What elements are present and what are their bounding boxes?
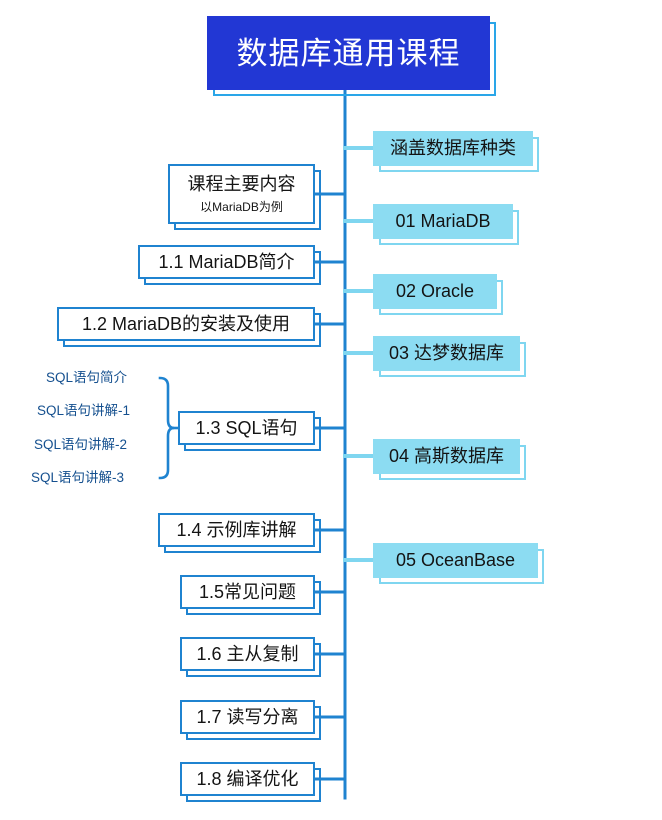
node-label: 1.1 MariaDB简介 xyxy=(158,251,295,272)
left-node-1-1[interactable]: 1.1 MariaDB简介 xyxy=(138,245,321,285)
left-node-1-6[interactable]: 1.6 主从复制 xyxy=(180,637,321,677)
node-face: 1.4 示例库讲解 xyxy=(158,513,315,547)
node-face: 1.8 编译优化 xyxy=(180,762,315,796)
node-label: 课程主要内容 xyxy=(187,173,296,194)
node-face: 1.7 读写分离 xyxy=(180,700,315,734)
node-label: 01 MariaDB xyxy=(395,211,491,232)
node-face: 04 高斯数据库 xyxy=(373,439,520,474)
node-face: 05 OceanBase xyxy=(373,543,538,578)
node-label: 涵盖数据库种类 xyxy=(390,138,516,159)
root-node[interactable]: 数据库通用课程 xyxy=(207,16,496,96)
right-node-01-mariadb[interactable]: 01 MariaDB xyxy=(373,204,519,245)
left-node-1-5[interactable]: 1.5常见问题 xyxy=(180,575,321,615)
node-label: 1.7 读写分离 xyxy=(196,706,299,727)
node-face: 1.1 MariaDB简介 xyxy=(138,245,315,279)
node-face: 课程主要内容 以MariaDB为例 xyxy=(168,164,315,224)
right-node-04-gauss[interactable]: 04 高斯数据库 xyxy=(373,439,526,480)
left-node-1-7[interactable]: 1.7 读写分离 xyxy=(180,700,321,740)
leaf-sql-lesson-1[interactable]: SQL语句讲解-1 xyxy=(37,403,131,418)
root-node-label: 数据库通用课程 xyxy=(236,35,461,71)
node-face: 涵盖数据库种类 xyxy=(373,131,533,166)
node-label: 1.8 编译优化 xyxy=(196,768,299,789)
node-label: 1.3 SQL语句 xyxy=(195,417,298,438)
node-label: 05 OceanBase xyxy=(395,550,516,571)
left-node-course-content[interactable]: 课程主要内容 以MariaDB为例 xyxy=(168,164,321,230)
node-face: 1.3 SQL语句 xyxy=(178,411,315,445)
leaf-sql-intro[interactable]: SQL语句简介 xyxy=(46,370,128,385)
left-node-1-2[interactable]: 1.2 MariaDB的安装及使用 xyxy=(57,307,321,347)
right-node-02-oracle[interactable]: 02 Oracle xyxy=(373,274,503,315)
left-node-1-8[interactable]: 1.8 编译优化 xyxy=(180,762,321,802)
leaf-sql-lesson-2[interactable]: SQL语句讲解-2 xyxy=(34,437,128,452)
node-label: 04 高斯数据库 xyxy=(388,446,505,467)
node-face: 1.6 主从复制 xyxy=(180,637,315,671)
node-face: 1.5常见问题 xyxy=(180,575,315,609)
node-face: 1.2 MariaDB的安装及使用 xyxy=(57,307,315,341)
node-label: 1.6 主从复制 xyxy=(196,643,299,664)
node-face: 02 Oracle xyxy=(373,274,497,309)
node-label: 1.4 示例库讲解 xyxy=(176,519,297,540)
right-node-03-dameng[interactable]: 03 达梦数据库 xyxy=(373,336,526,377)
root-node-face: 数据库通用课程 xyxy=(207,16,490,90)
leaf-sql-lesson-3[interactable]: SQL语句讲解-3 xyxy=(31,470,125,485)
node-sublabel: 以MariaDB为例 xyxy=(200,199,283,214)
left-node-1-3[interactable]: 1.3 SQL语句 xyxy=(178,411,321,451)
node-label: 1.5常见问题 xyxy=(198,581,297,602)
right-node-db-types[interactable]: 涵盖数据库种类 xyxy=(373,131,539,172)
node-label: 03 达梦数据库 xyxy=(388,343,505,364)
node-label: 1.2 MariaDB的安装及使用 xyxy=(81,313,291,334)
right-node-05-oceanbase[interactable]: 05 OceanBase xyxy=(373,543,544,584)
left-node-1-4[interactable]: 1.4 示例库讲解 xyxy=(158,513,321,553)
node-label: 02 Oracle xyxy=(395,281,475,302)
node-face: 01 MariaDB xyxy=(373,204,513,239)
node-face: 03 达梦数据库 xyxy=(373,336,520,371)
